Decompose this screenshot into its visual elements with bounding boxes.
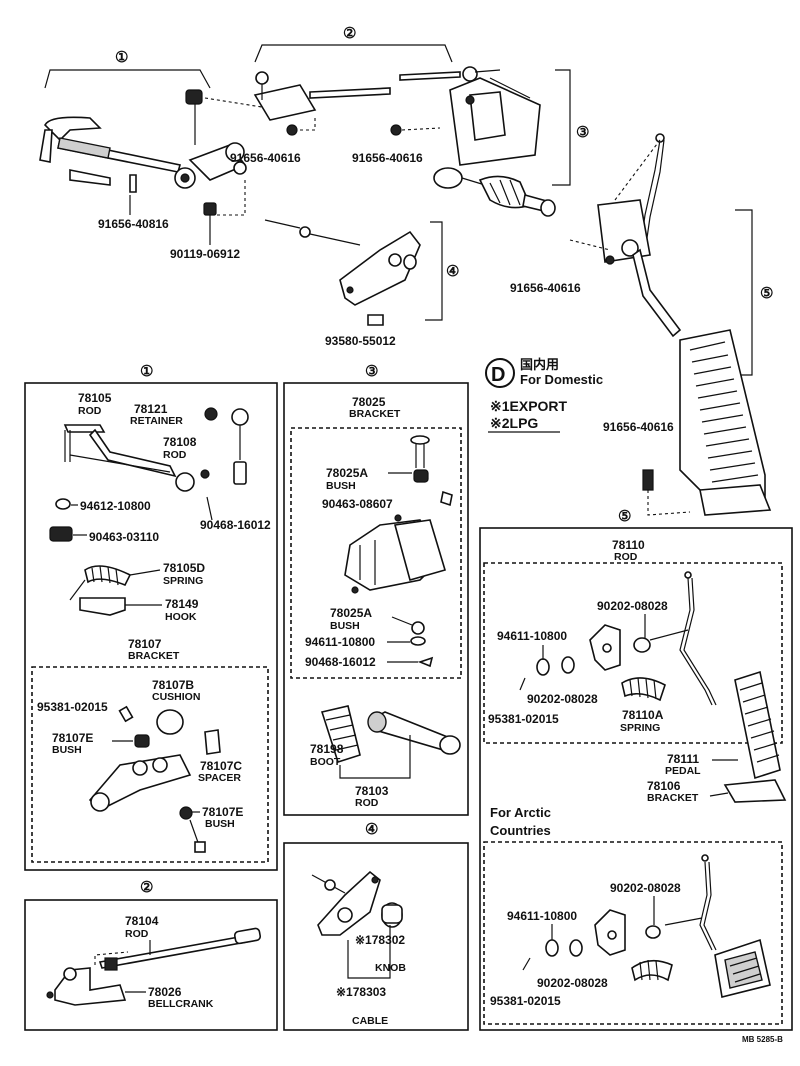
p5-90202-b: 90202-08028: [527, 692, 598, 706]
p5-78110-name: ROD: [614, 551, 638, 563]
p2-78026: 78026: [148, 985, 182, 999]
p1-90463: 90463-03110: [89, 530, 159, 544]
legend-domestic-symbol: D: [491, 364, 505, 386]
overview-part-3: 91656-40616: [230, 151, 301, 165]
p1-78107: 78107: [128, 637, 162, 651]
p5-arctic-90202-b: 90202-08028: [537, 976, 608, 990]
p5-78110a: 78110A: [622, 708, 664, 722]
p5-78110a-name: SPRING: [620, 722, 660, 734]
p3-94611: 94611-10800: [305, 635, 375, 649]
overview-part-7: 91656-40616: [603, 420, 674, 434]
p1-78105: 78105: [78, 391, 112, 405]
overview-part-6: 93580-55012: [325, 334, 396, 348]
p1-78107e: 78107E: [52, 731, 93, 745]
legend-lpg: ※2LPG: [490, 415, 538, 431]
overview-group-3: ③: [576, 124, 589, 141]
legend-export: ※1EXPORT: [490, 398, 568, 414]
p5-arctic-95381: 95381-02015: [490, 994, 561, 1008]
p5-arctic-title-2: Countries: [490, 823, 551, 838]
overview-group-4: ④: [446, 263, 459, 280]
p1-95381: 95381-02015: [37, 700, 108, 714]
p4-78302: ※178302: [355, 933, 405, 947]
p3-78103-name: ROD: [355, 797, 379, 809]
p1-78107e-2-name: BUSH: [205, 818, 235, 830]
panel-1-label: ①: [140, 363, 153, 380]
overview-part-5: 91656-40616: [510, 281, 581, 295]
panel-3-label: ③: [365, 363, 378, 380]
p5-90202-a: 90202-08028: [597, 599, 668, 613]
footer-code: MB 5285-B: [742, 1035, 783, 1044]
p2-78104-name: ROD: [125, 928, 149, 940]
p3-78025-name: BRACKET: [349, 408, 401, 420]
legend-domestic-en: For Domestic: [520, 372, 603, 387]
p1-78107-name: BRACKET: [128, 650, 180, 662]
p1-78107c: 78107C: [200, 759, 242, 773]
p3-78103: 78103: [355, 784, 389, 798]
p5-95381: 95381-02015: [488, 712, 559, 726]
p5-78111: 78111: [667, 752, 699, 766]
p5-78106: 78106: [647, 779, 681, 793]
p4-78303-name: CABLE: [352, 1015, 388, 1027]
p1-78105-name: ROD: [78, 405, 102, 417]
p1-78107e-2: 78107E: [202, 805, 243, 819]
p1-78149: 78149: [165, 597, 199, 611]
overview-group-5b: ⑤: [618, 508, 631, 525]
overview-group-2: ②: [343, 25, 356, 42]
p1-78108: 78108: [163, 435, 197, 449]
panel-2-label: ②: [140, 879, 153, 896]
p3-78025a-2: 78025A: [330, 606, 372, 620]
p1-78107e-name: BUSH: [52, 744, 82, 756]
panel-5: For Arctic Countries 78110 ROD 90202-080…: [479, 527, 793, 1031]
p5-arctic-94611: 94611-10800: [507, 909, 577, 923]
panel-4: ④ ※178302 KNOB ※178303 CABLE: [283, 821, 469, 1031]
p3-90468: 90468-16012: [305, 655, 376, 669]
legend: D 国内用 For Domestic ※1EXPORT ※2LPG: [485, 357, 603, 433]
p1-78105d-name: SPRING: [163, 575, 203, 587]
p5-94611: 94611-10800: [497, 629, 567, 643]
overview-part-4: 91656-40616: [352, 151, 423, 165]
p5-78106-name: BRACKET: [647, 792, 699, 804]
p3-78025a: 78025A: [326, 466, 368, 480]
overview-assembly: 91656-40816 90119-06912 91656-40616 9165…: [39, 25, 773, 525]
p5-78111-name: PEDAL: [665, 765, 701, 777]
p3-78025a-2-name: BUSH: [330, 620, 360, 632]
p5-arctic-90202-a: 90202-08028: [610, 881, 681, 895]
panel-3: ③ 78025 BRACKET 78025A BUSH 90463-08607 …: [283, 363, 469, 816]
panel-4-label: ④: [365, 821, 378, 838]
overview-part-2: 90119-06912: [170, 247, 240, 261]
p2-78026-name: BELLCRANK: [148, 998, 214, 1010]
p1-94612: 94612-10800: [80, 499, 151, 513]
p5-78110: 78110: [612, 538, 645, 552]
p1-78107c-name: SPACER: [198, 772, 241, 784]
p1-90468: 90468-16012: [200, 518, 271, 532]
panel-2: ② 78104 ROD 78026 BELLCRANK: [24, 879, 278, 1031]
p2-78104: 78104: [125, 914, 159, 928]
p1-78107b: 78107B: [152, 678, 194, 692]
p1-78107b-name: CUSHION: [152, 691, 200, 703]
overview-part-1: 91656-40816: [98, 217, 169, 231]
p5-arctic-title-1: For Arctic: [490, 805, 551, 820]
overview-group-5: ⑤: [760, 285, 773, 302]
p3-78025a-name: BUSH: [326, 480, 356, 492]
p4-78303: ※178303: [336, 985, 386, 999]
p1-78105d: 78105D: [163, 561, 205, 575]
p3-78025: 78025: [352, 395, 386, 409]
p3-78198-name: BOOT: [310, 756, 341, 768]
p1-78108-name: ROD: [163, 449, 187, 461]
p3-90463: 90463-08607: [322, 497, 393, 511]
p3-78198: 78198: [310, 742, 344, 756]
legend-domestic-jp: 国内用: [520, 357, 559, 372]
overview-group-1: ①: [115, 49, 128, 66]
p4-78302-name: KNOB: [375, 962, 406, 974]
p1-78121-name: RETAINER: [130, 415, 183, 427]
panel-1: ① 78105 ROD: [24, 363, 278, 871]
p1-78149-name: HOOK: [165, 611, 197, 623]
p1-78121: 78121: [134, 402, 168, 416]
